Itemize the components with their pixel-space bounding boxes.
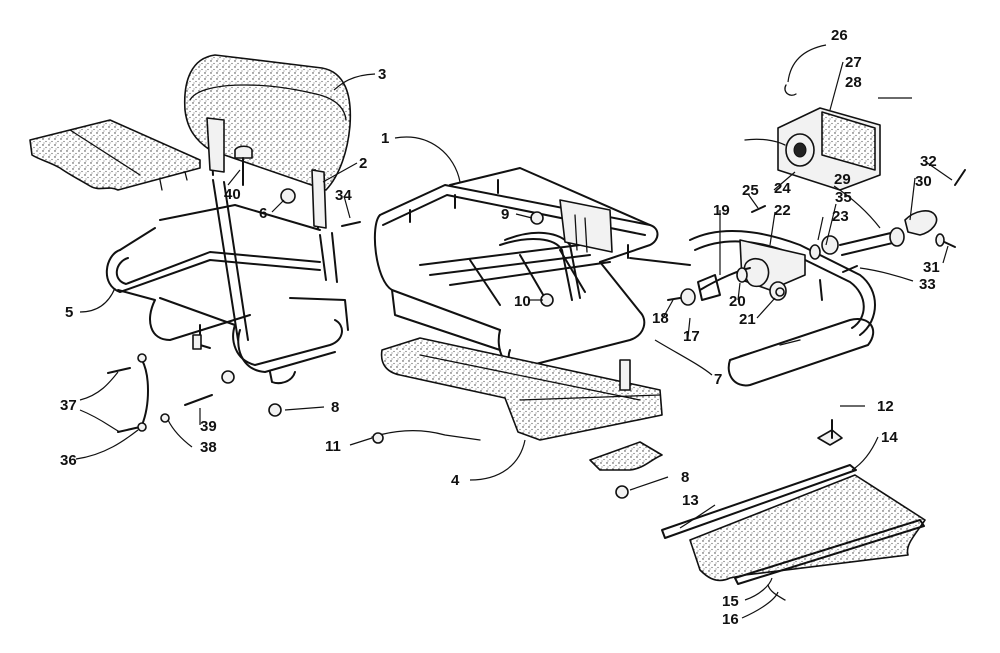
seat-board — [29, 119, 201, 191]
rear-rack — [373, 167, 659, 373]
callout-11: 11 — [325, 438, 341, 455]
callout-14: 14 — [881, 429, 898, 446]
callout-34: 34 — [335, 187, 352, 204]
callout-37: 37 — [60, 397, 77, 414]
callout-6: 6 — [259, 205, 267, 222]
callout-19: 19 — [713, 202, 730, 219]
callout-8-upper: 8 — [331, 399, 339, 416]
taillight-assembly — [744, 84, 881, 191]
callout-17: 17 — [683, 328, 700, 345]
callout-25: 25 — [742, 182, 759, 199]
callout-22: 22 — [774, 202, 791, 219]
callout-23: 23 — [832, 208, 849, 225]
callout-labels: 1 2 3 4 5 6 7 8 8 9 10 11 12 13 14 15 16… — [60, 27, 940, 628]
backrest-uprights — [206, 117, 338, 341]
callout-35: 35 — [835, 189, 852, 206]
callout-4: 4 — [451, 472, 460, 489]
callout-21: 21 — [739, 311, 756, 328]
callout-29: 29 — [834, 171, 851, 188]
callout-27: 27 — [845, 54, 862, 71]
callout-36: 36 — [60, 452, 77, 469]
callout-8-lower: 8 — [681, 469, 689, 486]
callout-10: 10 — [514, 293, 531, 310]
callout-31: 31 — [923, 259, 940, 276]
base-plate — [380, 337, 663, 441]
callout-7: 7 — [714, 371, 722, 388]
callout-2: 2 — [359, 155, 367, 172]
callout-15: 15 — [722, 593, 739, 610]
callout-20: 20 — [729, 293, 746, 310]
callout-12: 12 — [877, 398, 894, 415]
callout-40: 40 — [224, 186, 241, 203]
callout-18: 18 — [652, 310, 669, 327]
callout-28: 28 — [845, 74, 862, 91]
mud-flap — [661, 419, 926, 601]
callout-39: 39 — [200, 418, 217, 435]
callout-3: 3 — [378, 66, 386, 83]
bracket-plate — [589, 441, 663, 499]
callout-5: 5 — [65, 304, 73, 321]
callout-13: 13 — [682, 492, 699, 509]
misc-hardware — [107, 145, 554, 444]
leader-lines — [75, 44, 953, 619]
callout-30: 30 — [915, 173, 932, 190]
backrest-pad — [183, 54, 352, 191]
callout-1: 1 — [381, 130, 389, 147]
callout-26: 26 — [831, 27, 848, 44]
callout-24: 24 — [774, 180, 791, 197]
callout-9: 9 — [501, 206, 509, 223]
callout-38: 38 — [200, 439, 217, 456]
callout-33: 33 — [919, 276, 936, 293]
callout-16: 16 — [722, 611, 739, 628]
callout-32: 32 — [920, 153, 937, 170]
hitch-assembly — [667, 169, 966, 306]
seat-frame — [105, 204, 349, 385]
